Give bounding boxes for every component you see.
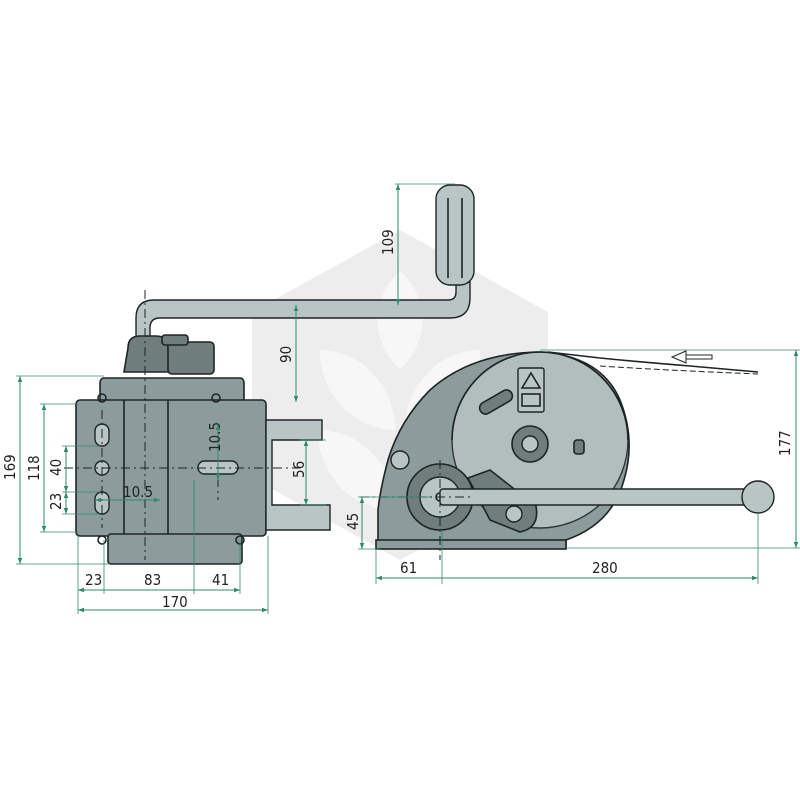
bottom-base (107, 533, 243, 565)
dim-slot-width-center: 10.5 (206, 422, 224, 452)
lever-knob (741, 480, 775, 514)
dim-bracket-height: 56 (290, 461, 308, 478)
dim-base-plate-height: 118 (25, 455, 43, 481)
dimension-arrowhead (303, 499, 309, 505)
dim-width-83: 83 (144, 571, 161, 589)
dimension-arrowhead (63, 486, 69, 492)
dim-handle-offset-height: 90 (277, 346, 295, 363)
dimension-arrowhead (234, 587, 240, 593)
dim-width-23: 23 (85, 571, 102, 589)
dimension-arrowhead (17, 376, 23, 382)
mounting-bracket (265, 419, 331, 531)
front-view (64, 184, 475, 565)
warning-label (517, 367, 545, 413)
dimension-arrowhead (215, 474, 221, 480)
dimension-arrowhead (793, 350, 799, 356)
dimension-arrowhead (95, 497, 101, 503)
dim-overall-height: 169 (1, 454, 19, 480)
dimension-arrowhead (78, 607, 84, 613)
dim-width-41: 41 (212, 571, 229, 589)
dimension-arrowhead (63, 508, 69, 514)
rope (547, 351, 759, 373)
dimension-arrowhead (293, 305, 299, 311)
base-foot (375, 539, 567, 550)
arrow-left-icon (670, 350, 713, 364)
dimension-arrowhead (793, 542, 799, 548)
dim-overall-width: 170 (162, 593, 188, 611)
lever-arm (439, 488, 759, 506)
dimension-arrowhead (63, 492, 69, 498)
dimension-arrowhead (154, 497, 160, 503)
dim-slot-width-left: 10.5 (123, 483, 153, 501)
dimension-arrowhead (293, 396, 299, 402)
dimension-arrowhead (63, 446, 69, 452)
brake-knob (167, 341, 215, 375)
dim-hole-spacing-40: 40 (47, 459, 65, 476)
dim-side-height: 177 (776, 430, 794, 456)
crank-arm (135, 281, 471, 346)
dimension-arrowhead (215, 424, 221, 430)
dimension-arrowhead (17, 558, 23, 564)
dim-foot-length: 61 (400, 559, 417, 577)
side-dimensions: 177 45 61 280 (344, 349, 800, 584)
handle-grip (435, 184, 475, 286)
drum-slot (478, 389, 514, 415)
dimension-arrowheads (17, 184, 799, 613)
dim-lever-length: 280 (592, 559, 618, 577)
dimension-arrowhead (376, 575, 382, 581)
side-view (360, 350, 775, 560)
dimension-arrowhead (41, 526, 47, 532)
dimension-arrowhead (303, 440, 309, 446)
dimension-arrowhead (395, 184, 401, 190)
dimension-arrowhead (359, 497, 365, 503)
dimension-arrowhead (359, 543, 365, 549)
dimension-arrowhead (78, 587, 84, 593)
dimension-arrowhead (41, 404, 47, 410)
dimension-arrowhead (262, 607, 268, 613)
top-cap (99, 377, 245, 403)
dimension-arrowhead (752, 575, 758, 581)
dimension-arrowhead (395, 299, 401, 305)
dim-foot-height: 45 (344, 513, 362, 530)
dim-hole-spacing-23: 23 (47, 493, 65, 510)
dim-handle-grip-height: 109 (379, 229, 397, 255)
